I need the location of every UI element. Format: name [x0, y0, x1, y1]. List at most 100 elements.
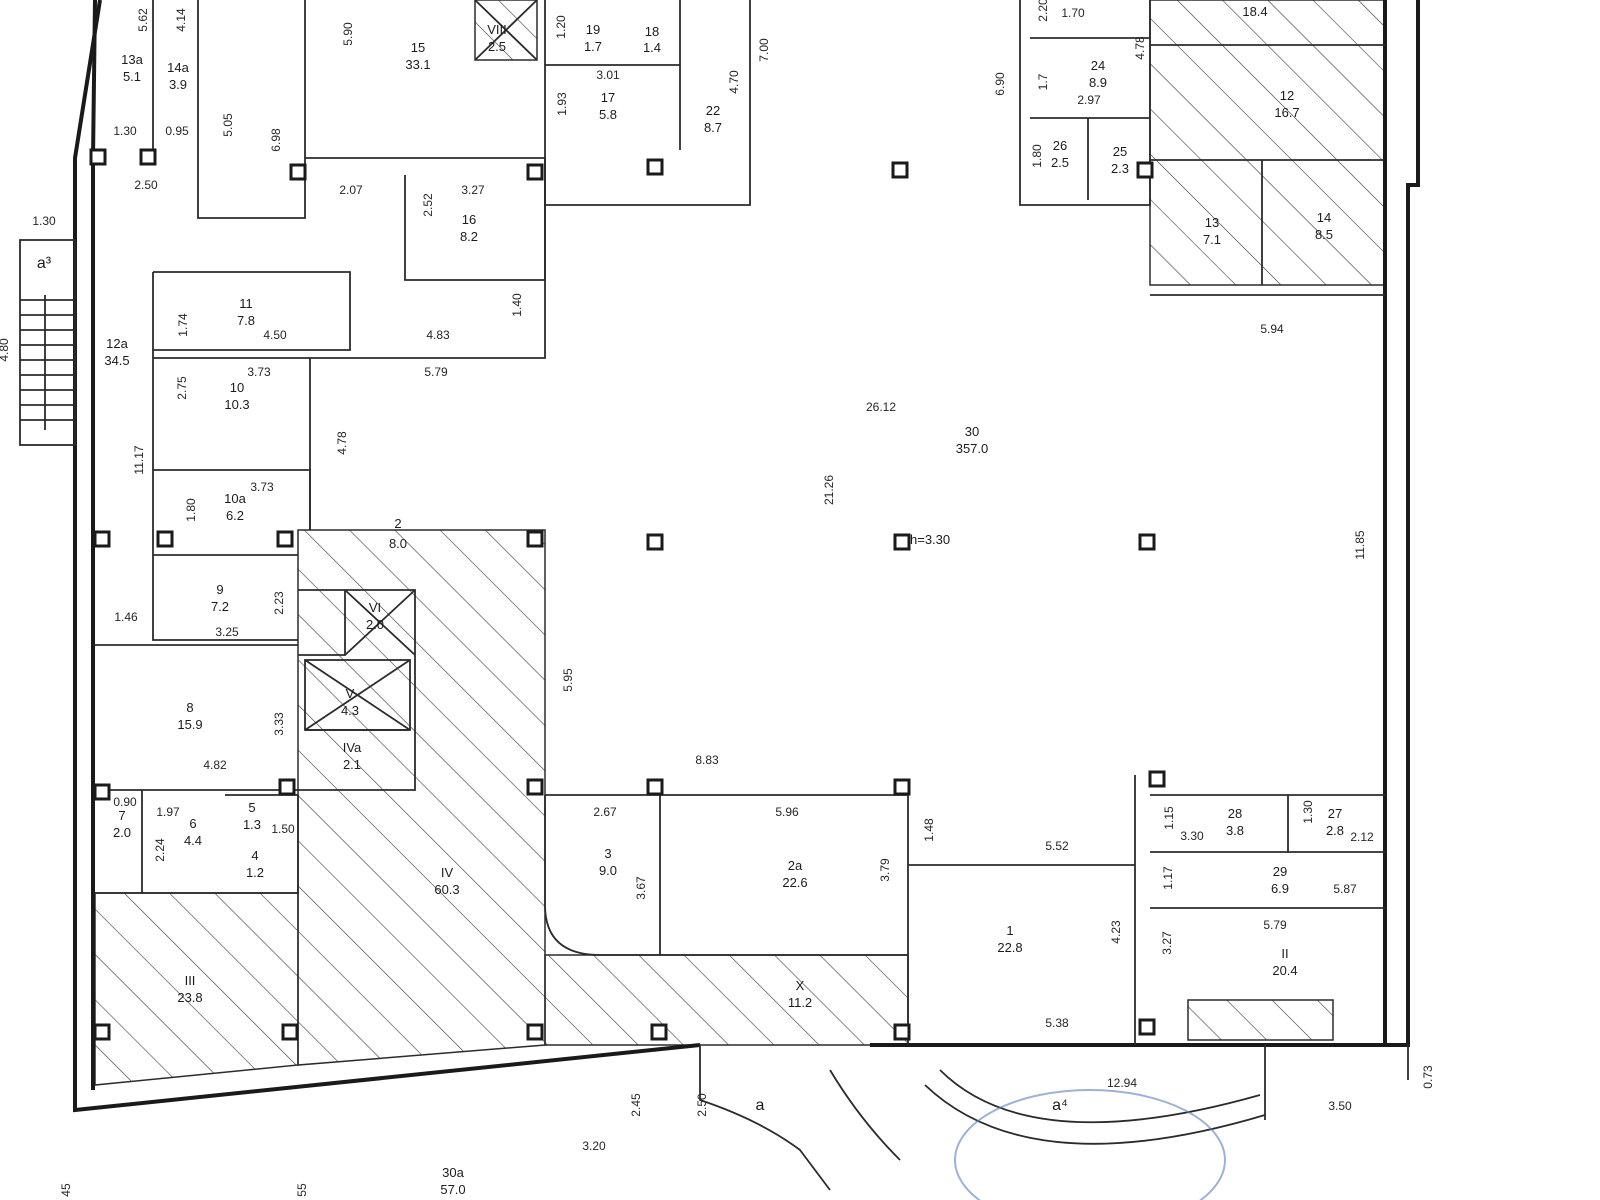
exit-a-label: a	[756, 1097, 765, 1114]
stamp-seal	[954, 1089, 1226, 1200]
dim-label: 11.17	[132, 445, 146, 474]
room-8-number: 8	[186, 700, 193, 715]
room-12-number: 12	[1280, 88, 1294, 103]
room-28-number: 28	[1228, 806, 1242, 821]
dim-label: 21.26	[822, 475, 836, 505]
interior-walls	[93, 0, 1385, 1045]
dim-label: 1.74	[176, 313, 190, 337]
dim-label: 2.45	[629, 1093, 643, 1117]
dim-label: 2.52	[421, 193, 435, 217]
room-27-area: 2.8	[1326, 823, 1344, 838]
dim-label: 4.50	[263, 328, 287, 342]
dim-label: 0.73	[1421, 1065, 1435, 1089]
dim-label: 2.24	[153, 838, 167, 862]
room-17-area: 5.8	[599, 107, 617, 122]
room-29-number: 29	[1273, 864, 1287, 879]
dim-label: 1.7	[1036, 73, 1050, 90]
outer-walls	[73, 0, 1420, 1113]
dim-label: 3.30	[1180, 829, 1204, 843]
dim-label: 2.20	[1036, 0, 1050, 22]
dim-label: 1.93	[555, 92, 569, 116]
side-annotation: 4.80	[0, 338, 11, 362]
front-porch	[699, 1045, 1409, 1191]
room-IVa-area: 2.1	[343, 757, 361, 772]
room-III-area: 23.8	[177, 990, 202, 1005]
room-2-area: 8.0	[389, 536, 407, 551]
dim-label: 12.94	[1107, 1076, 1137, 1090]
room-26-number: 26	[1053, 138, 1067, 153]
room-7-area: 2.0	[113, 825, 131, 840]
room-14a-number: 14a	[167, 60, 189, 75]
dim-label: 3.27	[1160, 931, 1174, 955]
hatch-stair-II	[1187, 999, 1334, 1041]
room-1-number: 1	[1006, 923, 1013, 938]
room-labels: h=3.30 1 22.8 2 8.0 2a 22.6 3 9.0 4 1.2 …	[104, 4, 1344, 1197]
dim-label: 5.90	[341, 22, 355, 46]
room-26-area: 2.5	[1051, 155, 1069, 170]
room-V-area: 4.3	[341, 703, 359, 718]
room-IV-number: IV	[441, 865, 454, 880]
room-10-area: 10.3	[224, 397, 249, 412]
hatch-rooms-13-14	[1149, 159, 1386, 286]
room-10a-number: 10a	[224, 491, 246, 506]
hatch-room-IV	[297, 529, 546, 1066]
room-27-number: 27	[1328, 806, 1342, 821]
exit-labels: a³ a a⁴ 4.80 45 55	[0, 255, 1068, 1197]
hatched-areas	[94, 0, 1386, 1086]
room-VI-area: 2.0	[366, 617, 384, 632]
room-13a-area: 5.1	[123, 69, 141, 84]
room-IVa-number: IVa	[343, 740, 362, 755]
room-V-number: V	[346, 686, 355, 701]
dim-label: 5.79	[1263, 918, 1287, 932]
room-19-number: 19	[586, 22, 600, 37]
dim-label: 4.14	[174, 8, 188, 32]
dim-label: 3.73	[247, 365, 271, 379]
room-6-number: 6	[189, 816, 196, 831]
room-14a-area: 3.9	[169, 77, 187, 92]
room-13-area: 7.1	[1203, 232, 1221, 247]
dim-label: 5.96	[775, 805, 799, 819]
dim-label: 1.80	[1030, 144, 1044, 168]
room-11-number: 11	[239, 296, 253, 311]
room-8-area: 15.9	[177, 717, 202, 732]
dim-label: 3.67	[634, 876, 648, 900]
room-X-area: 11.2	[788, 995, 812, 1010]
entrance-stairs-a3	[19, 239, 76, 446]
dim-label: 1.48	[922, 818, 936, 842]
room-12-area: 16.7	[1274, 105, 1299, 120]
room-15-number: 15	[411, 40, 425, 55]
dim-label: 4.83	[426, 328, 450, 342]
dim-label: 1.70	[1061, 6, 1085, 20]
room-III-number: III	[185, 973, 196, 988]
room-VIII-number: VIII	[487, 22, 507, 37]
room-30-number: 30	[965, 424, 979, 439]
room-2-number: 2	[394, 516, 401, 531]
room-22-area: 8.7	[704, 120, 722, 135]
room-VIII-area: 2.5	[488, 39, 506, 54]
hatch-room-III	[94, 892, 299, 1086]
room-3-area: 9.0	[599, 863, 617, 878]
room-12a-number: 12a	[106, 336, 128, 351]
dim-label: 1.30	[32, 214, 56, 228]
room-IV-area: 60.3	[434, 882, 459, 897]
dim-label: 1.20	[554, 15, 568, 39]
dim-label: 3.27	[461, 183, 485, 197]
room-13-number: 13	[1205, 215, 1219, 230]
hatch-room-12	[1149, 0, 1386, 161]
exit-a4-label: a⁴	[1052, 1097, 1068, 1114]
dim-label: 3.79	[878, 858, 892, 882]
dim-label: 5.38	[1045, 1016, 1069, 1030]
room-II-number: II	[1281, 946, 1288, 961]
dim-label: 0.95	[165, 124, 189, 138]
dim-label: 1.30	[1301, 800, 1315, 824]
dim-label: 2.97	[1077, 93, 1101, 107]
dim-label: 5.52	[1045, 839, 1069, 853]
dim-label: 3.20	[582, 1139, 606, 1153]
room-5-number: 5	[248, 800, 255, 815]
dim-label: 0.90	[113, 795, 137, 809]
room-14-number: 14	[1317, 210, 1331, 225]
ceiling-height-label: h=3.30	[910, 532, 950, 547]
dimension-labels: 5.62 4.14 5.90 1.20 7.00 4.70 3.01 1.93 …	[32, 0, 1435, 1153]
dim-label: 5.95	[561, 668, 575, 692]
room-17-number: 17	[601, 90, 615, 105]
